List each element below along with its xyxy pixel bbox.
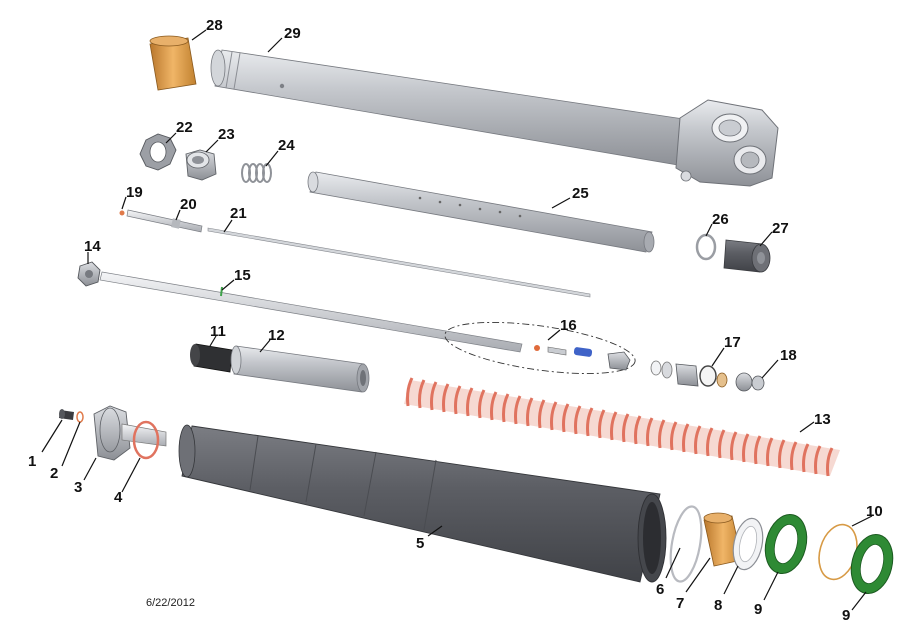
callout-13: 13 bbox=[814, 411, 831, 428]
callout-5: 5 bbox=[416, 535, 424, 552]
callout-23: 23 bbox=[218, 126, 235, 143]
part-26-ring bbox=[695, 233, 717, 261]
callout-24: 24 bbox=[278, 137, 295, 154]
callout-7: 7 bbox=[676, 595, 684, 612]
callout-22: 22 bbox=[176, 119, 193, 136]
part-23-nut bbox=[185, 149, 217, 181]
part-17-shim-stack bbox=[650, 360, 728, 388]
callout-10: 10 bbox=[866, 503, 883, 520]
callout-15: 15 bbox=[234, 267, 251, 284]
part-4-o-ring bbox=[132, 420, 160, 460]
part-14-hex-nut bbox=[77, 261, 101, 287]
callout-3: 3 bbox=[74, 479, 82, 496]
part-2-washer bbox=[76, 411, 84, 423]
callout-6: 6 bbox=[656, 581, 664, 598]
callout-17: 17 bbox=[724, 334, 741, 351]
callout-21: 21 bbox=[230, 205, 247, 222]
part-24-small-spring bbox=[241, 163, 272, 183]
part-8-washer bbox=[732, 517, 764, 571]
part-15-damper-rod bbox=[99, 271, 523, 353]
part-9-seal-b bbox=[850, 533, 894, 595]
callout-4: 4 bbox=[114, 489, 123, 506]
part-18-end-washers bbox=[735, 372, 765, 392]
callout-27: 27 bbox=[772, 220, 789, 237]
callout-8: 8 bbox=[714, 597, 722, 614]
part-22-star-washer bbox=[139, 133, 177, 171]
part-12-cylinder bbox=[230, 345, 370, 393]
part-28-bushing bbox=[149, 35, 197, 91]
part-13-main-spring bbox=[404, 377, 840, 477]
part-11-bumper bbox=[190, 343, 233, 373]
leader-lines bbox=[41, 29, 873, 611]
part-27-cap bbox=[723, 239, 771, 273]
part-6-wire-clip bbox=[669, 505, 703, 583]
callout-11: 11 bbox=[210, 323, 226, 340]
part-19-tiny-o-ring bbox=[119, 210, 125, 216]
part-9-seal-a bbox=[764, 513, 808, 575]
callout-2: 2 bbox=[50, 465, 58, 482]
callout-1: 1 bbox=[28, 453, 36, 470]
callout-18: 18 bbox=[780, 347, 797, 364]
callout-labels: 28 29 22 23 24 19 20 21 25 26 27 14 15 1… bbox=[28, 17, 883, 624]
part-7-bushing bbox=[703, 512, 743, 567]
callout-28: 28 bbox=[206, 17, 223, 34]
part-1-bolt bbox=[59, 409, 74, 420]
callout-9b: 9 bbox=[842, 607, 850, 624]
callout-9a: 9 bbox=[754, 601, 762, 618]
part-5-lower-leg bbox=[178, 424, 667, 583]
date-stamp: 6/22/2012 bbox=[146, 597, 195, 609]
part-16-valve-assembly bbox=[444, 321, 636, 375]
part-29-upper-tube bbox=[210, 49, 779, 187]
callout-14: 14 bbox=[84, 238, 101, 255]
callout-12: 12 bbox=[268, 327, 285, 344]
part-20-pin bbox=[126, 209, 203, 233]
callout-26: 26 bbox=[712, 211, 729, 228]
callout-19: 19 bbox=[126, 184, 143, 201]
part-25-damper-tube bbox=[307, 171, 655, 253]
callout-16: 16 bbox=[560, 317, 577, 334]
callout-20: 20 bbox=[180, 196, 197, 213]
callout-25: 25 bbox=[572, 185, 589, 202]
part-21-thin-rod bbox=[207, 227, 591, 298]
part-3-base-valve bbox=[93, 405, 167, 461]
callout-29: 29 bbox=[284, 25, 301, 42]
